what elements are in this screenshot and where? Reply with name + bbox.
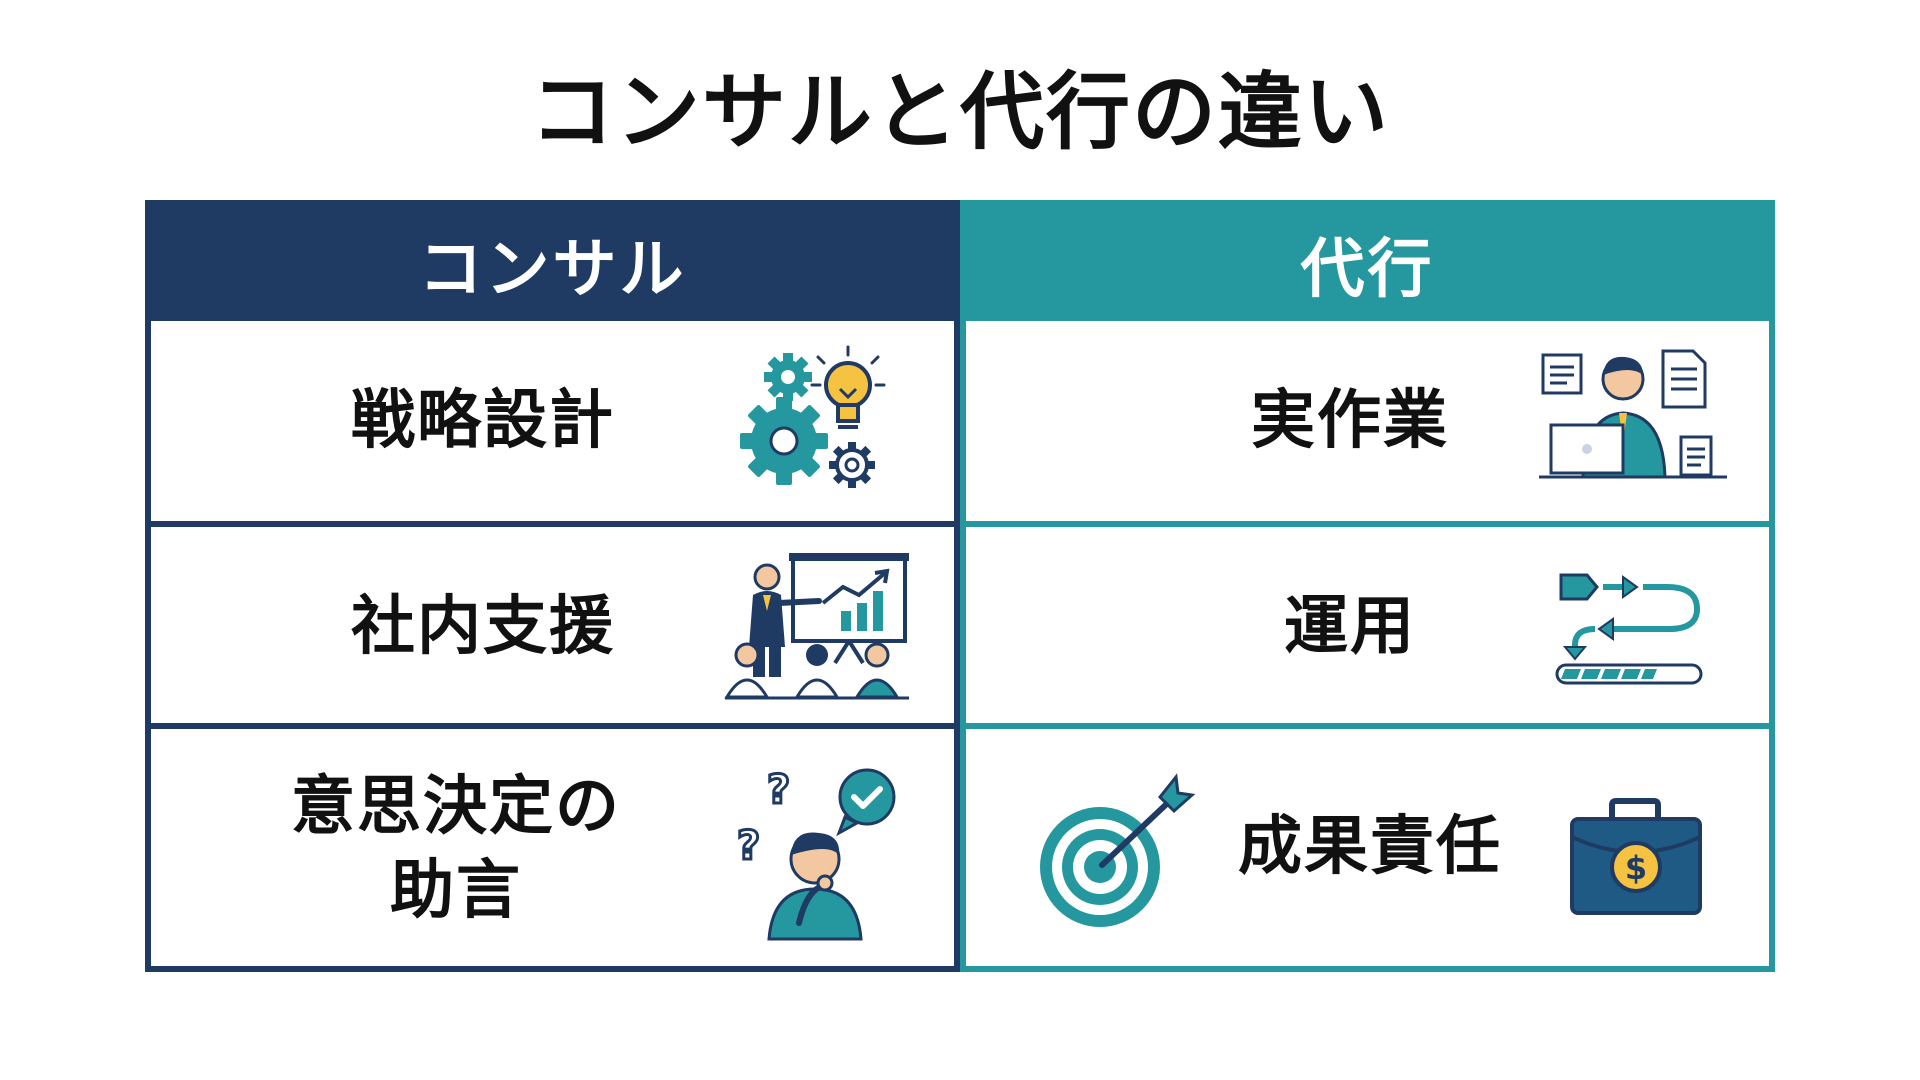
svg-text:?: ? bbox=[737, 823, 760, 869]
agency-row-work: 実作業 bbox=[966, 321, 1769, 521]
target-arrow-icon bbox=[1036, 771, 1196, 931]
consult-row-label: 戦略設計 bbox=[351, 384, 615, 458]
consult-row-label-group: 意思決定の 助言 bbox=[291, 765, 621, 933]
consult-row-label: 社内支援 bbox=[351, 590, 615, 664]
consult-column: コンサル 戦略設計 bbox=[145, 200, 960, 972]
agency-row-label: 成果責任 bbox=[1238, 810, 1502, 884]
agency-row-label: 運用 bbox=[1284, 590, 1416, 664]
workflow-progress-icon bbox=[1551, 567, 1711, 687]
consult-row-support: 社内支援 bbox=[151, 521, 954, 723]
agency-column: 代行 実作業 bbox=[960, 200, 1775, 972]
agency-row-operation: 運用 bbox=[966, 521, 1769, 723]
briefcase-dollar-icon: $ bbox=[1566, 797, 1706, 917]
thinking-person-icon: ? ? bbox=[729, 763, 909, 943]
agency-row-label: 実作業 bbox=[1251, 384, 1449, 458]
currency-symbol: $ bbox=[1625, 849, 1647, 887]
presentation-team-icon bbox=[723, 551, 913, 701]
consult-row-strategy: 戦略設計 bbox=[151, 321, 954, 521]
svg-text:?: ? bbox=[767, 767, 790, 813]
worker-laptop-icon bbox=[1531, 347, 1731, 487]
page-title: コンサルと代行の違い bbox=[529, 63, 1390, 161]
consult-row-label-line1: 意思決定の bbox=[291, 770, 621, 844]
agency-row-responsibility: 成果責任 $ bbox=[966, 723, 1769, 966]
consult-header: コンサル bbox=[151, 206, 954, 321]
gears-lightbulb-icon bbox=[736, 343, 896, 493]
consult-row-advice: 意思決定の 助言 ? ? bbox=[151, 723, 954, 966]
consult-row-label-line2: 助言 bbox=[390, 854, 522, 928]
agency-header: 代行 bbox=[966, 206, 1769, 321]
